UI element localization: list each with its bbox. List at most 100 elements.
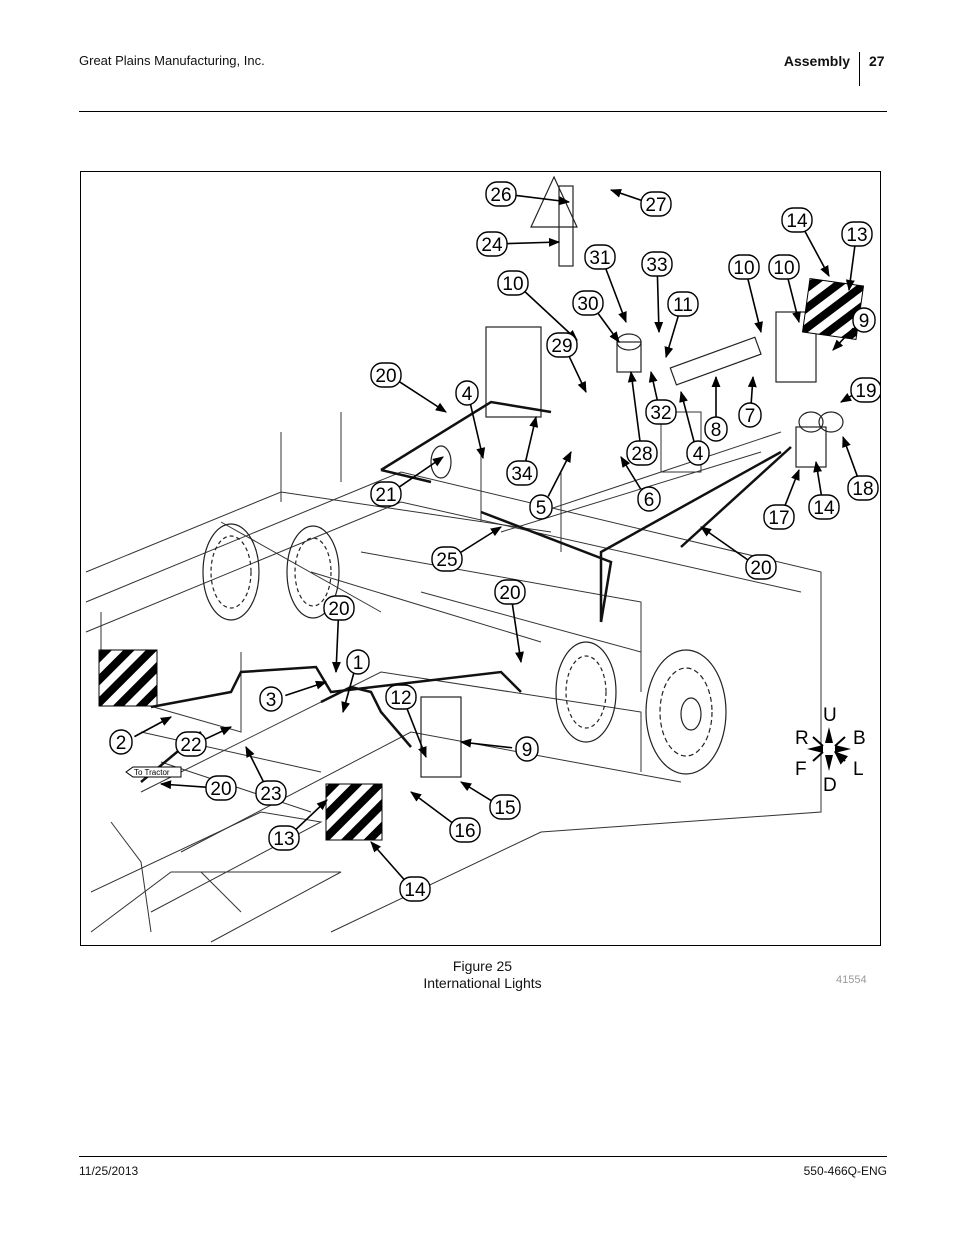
callout-number: 20 [375, 366, 396, 387]
footer-date: 11/25/2013 [79, 1164, 139, 1178]
callout-number: 9 [859, 311, 870, 332]
callout-leader [511, 603, 524, 664]
callout-number: 10 [773, 258, 794, 279]
callout-bubble [323, 595, 355, 621]
callout-leader [204, 726, 233, 741]
callout-leader [294, 799, 328, 831]
callout-leader [648, 370, 659, 401]
callout-leader [410, 791, 454, 824]
figure-image-id: 41554 [836, 974, 867, 986]
callout-leaders [134, 189, 859, 881]
callout-number: 19 [855, 381, 876, 402]
callout-number: 25 [436, 550, 457, 571]
callout-bubble [370, 481, 402, 507]
callout-bubble [808, 494, 840, 520]
callout-bubble [399, 876, 431, 902]
compass-l: L [853, 759, 864, 780]
callout-bubble [529, 494, 553, 520]
callout-number: 27 [645, 195, 666, 216]
callout-bubble [728, 254, 760, 280]
callout-leader [331, 619, 341, 674]
callout-number: 15 [494, 798, 515, 819]
callout-number: 1 [353, 653, 364, 674]
callout-bubble [704, 416, 728, 442]
callout-bubble [738, 402, 762, 428]
callout-bubble [259, 686, 283, 712]
callout-leader [506, 237, 561, 247]
callout-leader [398, 456, 444, 489]
callout-number: 24 [481, 235, 503, 256]
callout-number: 4 [462, 384, 473, 405]
callout-bubble [781, 207, 813, 233]
callout-leader [406, 707, 427, 759]
compass-up: U [823, 705, 837, 726]
callout-leader [523, 290, 578, 341]
callout-leader [341, 673, 355, 714]
callout-bubble [255, 780, 287, 806]
callout-leader [370, 841, 406, 881]
callout-number: 32 [650, 403, 671, 424]
callout-number: 29 [551, 336, 572, 357]
callout-bubble [385, 684, 417, 710]
callout-leader [596, 311, 620, 343]
callout-leader [747, 278, 763, 334]
callout-number: 4 [693, 444, 704, 465]
callout-leader [134, 716, 172, 738]
callout-leader [747, 375, 757, 404]
footer-rule [79, 1156, 887, 1157]
reflector-panel-front [325, 783, 383, 841]
callout-leader [620, 456, 642, 490]
header-section-title: Assembly [783, 53, 850, 69]
callout-leader [654, 275, 664, 334]
callout-bubble [852, 307, 876, 333]
callout-number: 10 [733, 258, 754, 279]
callout-bubble [449, 817, 481, 843]
callout-bubble [205, 775, 237, 801]
callout-bubble [109, 729, 133, 755]
compass-b: B [853, 728, 866, 749]
callout-number: 34 [511, 464, 533, 485]
callout-bubble [626, 440, 658, 466]
callout-bubble [768, 254, 800, 280]
reflector-panel-right [801, 277, 865, 341]
callout-bubble [584, 244, 616, 270]
callout-bubble [546, 332, 578, 358]
callout-bubble [641, 251, 673, 277]
callout-bubble [640, 191, 672, 217]
callout-number: 21 [375, 485, 396, 506]
callout-bubble [515, 736, 539, 762]
reflector-panel-left [98, 649, 158, 707]
callout-leader [459, 526, 502, 554]
callout-leader [679, 390, 695, 442]
callout-bubble [485, 181, 517, 207]
callout-number: 10 [502, 274, 523, 295]
callout-number: 14 [813, 498, 835, 519]
callout-number: 16 [454, 821, 475, 842]
callout-leader [627, 370, 641, 442]
callout-number: 26 [490, 185, 511, 206]
figure-number: Figure 25 [452, 958, 513, 974]
callout-leader [664, 315, 680, 359]
to-tractor-tag: To Tractor [125, 766, 182, 778]
callout-bubble [763, 504, 795, 530]
callout-number: 9 [522, 740, 533, 761]
callout-leader [524, 415, 539, 462]
callout-number: 30 [577, 294, 598, 315]
callout-leader [515, 194, 571, 206]
callout-leader [604, 267, 627, 324]
callout-bubble [175, 731, 207, 757]
callout-number: 8 [711, 420, 722, 441]
figure-title: International Lights [423, 975, 542, 991]
to-tractor-text: To Tractor [134, 768, 170, 777]
callout-bubble [489, 794, 521, 820]
callout-leader [784, 468, 800, 507]
callout-number: 6 [644, 490, 655, 511]
callout-number: 2 [116, 733, 127, 754]
callout-bubble [370, 362, 402, 388]
callout-leader [459, 738, 513, 749]
callout-leader [700, 526, 749, 561]
callout-bubble [455, 380, 479, 406]
